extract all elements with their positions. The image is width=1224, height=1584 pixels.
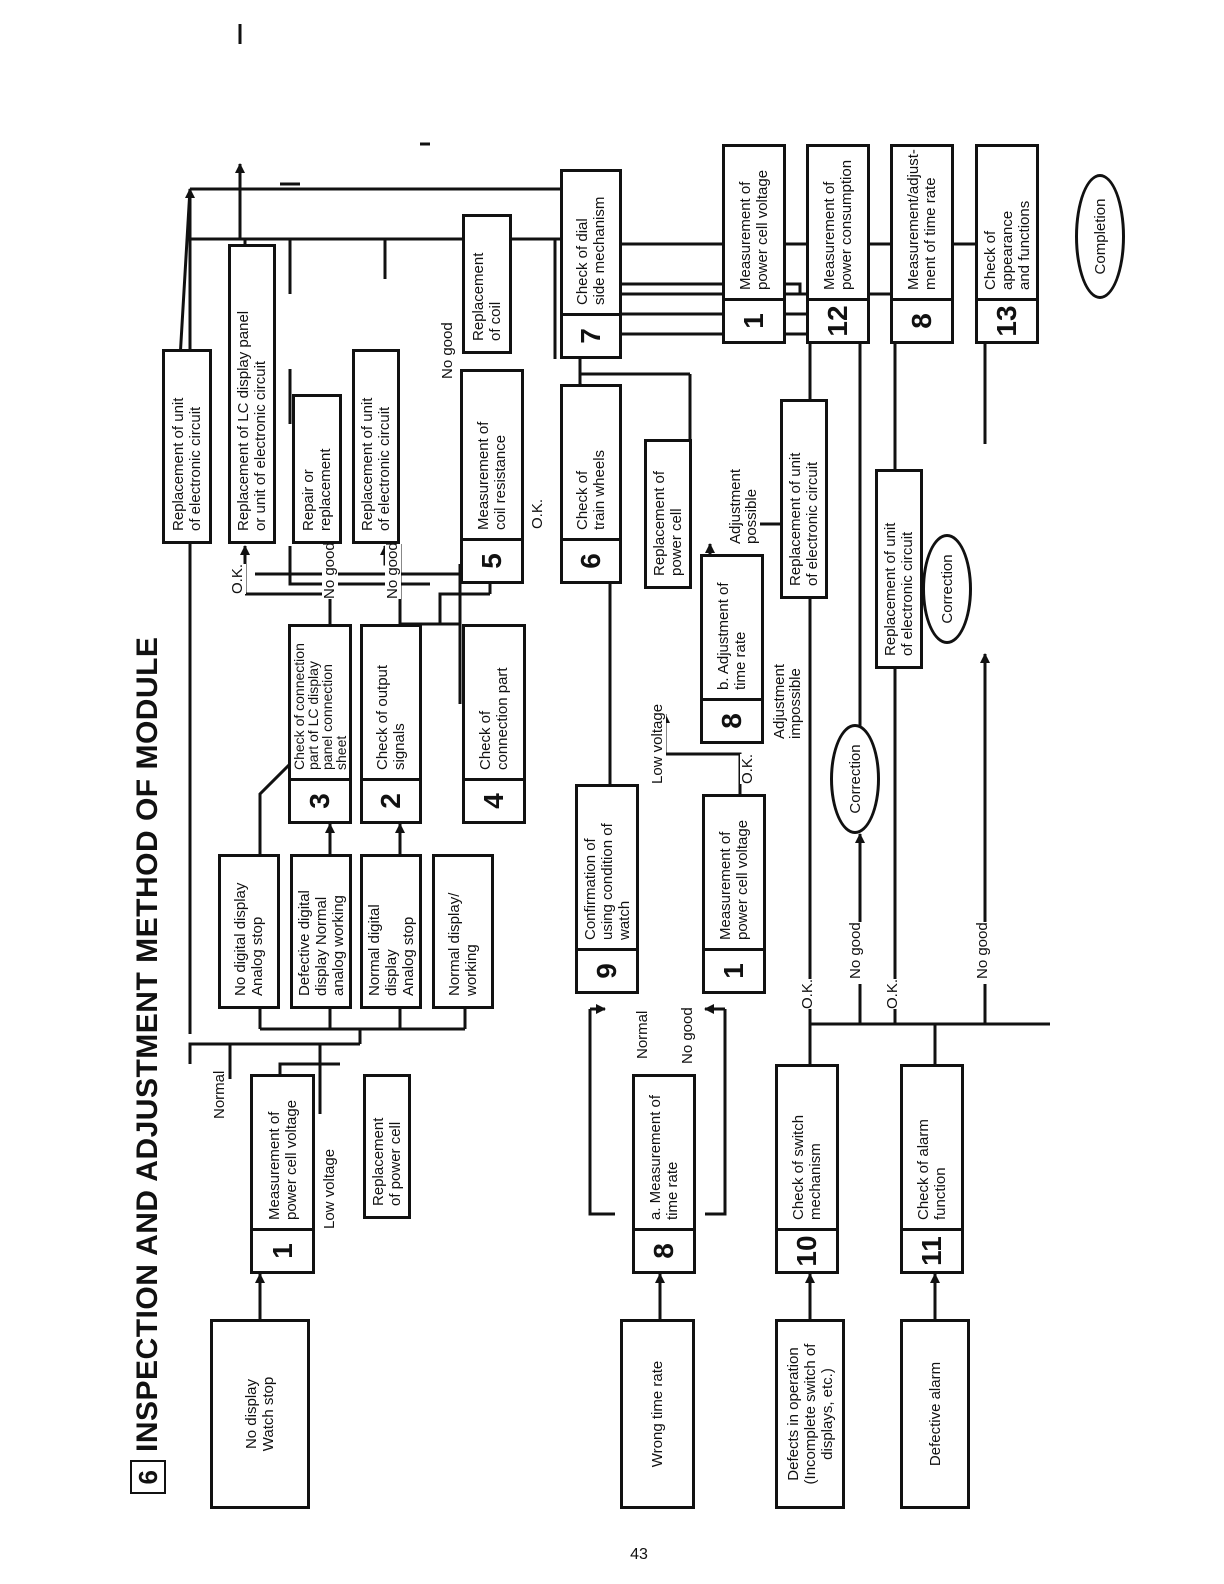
page-number: 43 bbox=[630, 1546, 648, 1564]
label-low-voltage-2: Low voltage bbox=[649, 703, 666, 784]
label-ok-alarm: O.K. bbox=[884, 978, 901, 1009]
condition-no-digital: No digital display Analog stop bbox=[218, 854, 280, 1009]
step-number: 8 bbox=[893, 298, 951, 341]
replace-unit-1: Replacement of unit of electronic circui… bbox=[162, 349, 212, 544]
section-number: 6 bbox=[130, 1460, 166, 1494]
step-number: 2 bbox=[363, 778, 419, 821]
replace-unit-3: Replacement of unit of electronic circui… bbox=[780, 399, 828, 599]
step-text: Check of output signals bbox=[374, 664, 408, 770]
step-text: b. Adjustment of time rate bbox=[715, 582, 749, 690]
step-number: 1 bbox=[253, 1228, 312, 1271]
section-title-text: INSPECTION AND ADJUSTMENT METHOD OF MODU… bbox=[131, 636, 164, 1452]
label-ok-coil: O.K. bbox=[529, 498, 546, 529]
label-ok-voltage-2: O.K. bbox=[739, 753, 756, 784]
completion-oval: Completion bbox=[1075, 174, 1125, 299]
condition-defective-digital: Defective digital display Normal analog … bbox=[290, 854, 352, 1009]
replace-power-cell-1: Replacement of power cell bbox=[363, 1074, 411, 1219]
step-8b-adjust-rate: 8 b. Adjustment of time rate bbox=[700, 554, 764, 744]
label-ok-lc: O.K. bbox=[229, 563, 246, 594]
step-5-coil-resistance: 5 Measurement of coil resistance bbox=[460, 369, 524, 584]
replace-power-cell-2: Replacement of power cell bbox=[644, 439, 692, 589]
condition-normal-digital-stop: Normal digital display Analog stop bbox=[360, 854, 422, 1009]
section-title: 6 INSPECTION AND ADJUSTMENT METHOD OF MO… bbox=[130, 637, 166, 1494]
step-text: Check of switch mechanism bbox=[790, 1114, 824, 1220]
label-low-voltage: Low voltage bbox=[321, 1148, 338, 1229]
step-text: Measurement/adjust- ment of time rate bbox=[905, 149, 939, 290]
step-text: Measurement of coil resistance bbox=[475, 421, 509, 530]
replace-lc-or-unit: Replacement of LC display panel or unit … bbox=[228, 244, 276, 544]
step-number: 13 bbox=[978, 298, 1036, 341]
step-number: 8 bbox=[635, 1228, 693, 1271]
label-nogood-alarm: No good bbox=[974, 922, 991, 979]
step-2-output-signals: 2 Check of output signals bbox=[360, 624, 422, 824]
label-nogood-rate: No good bbox=[679, 1007, 696, 1064]
replace-unit-2: Replacement of unit of electronic circui… bbox=[352, 349, 400, 544]
label-normal: Normal bbox=[211, 1070, 228, 1119]
symptom-defective-alarm: Defective alarm bbox=[900, 1319, 970, 1509]
replace-unit-4: Replacement of unit of electronic circui… bbox=[875, 469, 923, 669]
step-3-lc-connection: 3 Check of connection part of LC display… bbox=[288, 624, 352, 824]
final-step-13: 13 Check of appearance and functions bbox=[975, 144, 1039, 344]
label-nogood-output: No good bbox=[384, 542, 401, 599]
step-text: Measurement of power cell voltage bbox=[265, 1099, 300, 1220]
step-6-train-wheels: 6 Check of train wheels bbox=[560, 384, 622, 584]
step-text: Check of train wheels bbox=[574, 449, 608, 530]
step-number: 12 bbox=[809, 298, 867, 341]
step-number: 3 bbox=[291, 778, 349, 821]
step-1-measure-voltage-2: 1 Measurement of power cell voltage bbox=[702, 794, 766, 994]
label-nogood-coil: No good bbox=[439, 322, 456, 379]
step-number: 5 bbox=[463, 538, 521, 581]
step-text: Measurement of power cell voltage bbox=[717, 819, 751, 940]
label-nogood-lc: No good bbox=[321, 542, 338, 599]
step-number: 11 bbox=[903, 1228, 961, 1271]
condition-normal-working: Normal display/ working bbox=[432, 854, 494, 1009]
label-adjustment-impossible: Adjustment impossible bbox=[771, 663, 804, 739]
step-number: 4 bbox=[465, 778, 523, 821]
step-text: Check of connection part of LC display p… bbox=[291, 643, 349, 770]
step-9-using-condition: 9 Confirmation of using condition of wat… bbox=[575, 784, 639, 994]
step-text: Measurement of power cell voltage bbox=[737, 169, 771, 290]
step-text: a. Measurement of time rate bbox=[647, 1094, 681, 1220]
step-7-dial-mechanism: 7 Check of dial side mechanism bbox=[560, 169, 622, 359]
step-text: Confirmation of using condition of watch bbox=[581, 823, 633, 940]
correction-oval-1: Correction bbox=[830, 724, 880, 834]
step-text: Measurement of power consumption bbox=[821, 159, 855, 290]
step-10-switch-mechanism: 10 Check of switch mechanism bbox=[775, 1064, 839, 1274]
step-4-connection-part: 4 Check of connection part bbox=[462, 624, 526, 824]
step-8a-measure-rate: 8 a. Measurement of time rate bbox=[632, 1074, 696, 1274]
step-number: 1 bbox=[725, 298, 783, 341]
label-ok-switch: O.K. bbox=[799, 978, 816, 1009]
label-nogood-switch: No good bbox=[847, 922, 864, 979]
replace-coil: Replacement of coil bbox=[462, 214, 512, 354]
final-step-12: 12 Measurement of power consumption bbox=[806, 144, 870, 344]
label-adjustment-possible: Adjustment possible bbox=[727, 468, 760, 544]
step-number: 7 bbox=[563, 313, 619, 356]
step-number: 10 bbox=[778, 1228, 836, 1271]
step-number: 6 bbox=[563, 538, 619, 581]
label-normal-rate: Normal bbox=[634, 1010, 651, 1059]
final-step-8: 8 Measurement/adjust- ment of time rate bbox=[890, 144, 954, 344]
step-text: Check of dial side mechanism bbox=[574, 196, 608, 305]
step-text: Check of connection part bbox=[477, 667, 511, 770]
correction-oval-2: Correction bbox=[922, 534, 972, 644]
step-text: Check of appearance and functions bbox=[981, 200, 1033, 290]
repair-or-replacement: Repair or replacement bbox=[292, 394, 342, 544]
step-number: 9 bbox=[578, 948, 636, 991]
step-text: Check of alarm function bbox=[915, 1119, 949, 1220]
symptom-no-display: No display Watch stop bbox=[210, 1319, 310, 1509]
symptom-defects-operation: Defects in operation (Incomplete switch … bbox=[775, 1319, 845, 1509]
step-11-alarm-function: 11 Check of alarm function bbox=[900, 1064, 964, 1274]
step-number: 8 bbox=[703, 698, 761, 741]
symptom-wrong-rate: Wrong time rate bbox=[620, 1319, 695, 1509]
step-number: 1 bbox=[705, 948, 763, 991]
final-step-1: 1 Measurement of power cell voltage bbox=[722, 144, 786, 344]
step-1-measure-voltage: 1 Measurement of power cell voltage bbox=[250, 1074, 315, 1274]
